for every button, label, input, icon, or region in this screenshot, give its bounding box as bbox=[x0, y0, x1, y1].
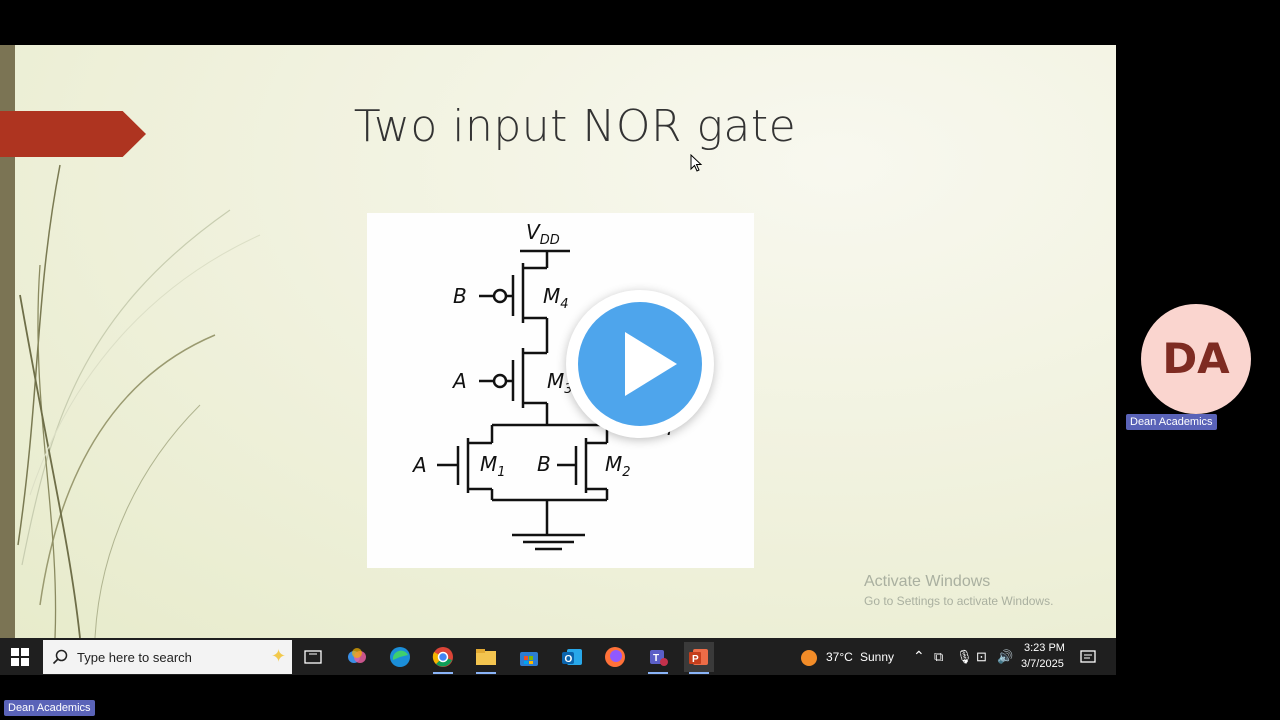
search-placeholder: Type here to search bbox=[77, 650, 192, 665]
play-icon bbox=[578, 302, 702, 426]
meet-now-icon[interactable]: ⧉ bbox=[934, 649, 944, 664]
edge-icon[interactable] bbox=[385, 642, 415, 672]
windows-start-icon[interactable] bbox=[10, 647, 30, 667]
weather-sun-icon[interactable] bbox=[799, 648, 819, 668]
task-view-icon[interactable] bbox=[298, 642, 328, 672]
svg-text:T: T bbox=[653, 653, 659, 664]
powerpoint-icon[interactable]: P bbox=[684, 642, 714, 674]
label-m2: M2 bbox=[605, 452, 631, 480]
label-a-bottom: A bbox=[411, 453, 427, 477]
network-icon[interactable]: ⊡ bbox=[976, 649, 987, 664]
label-m3: M3 bbox=[547, 369, 573, 397]
search-icon bbox=[52, 649, 68, 665]
taskbar-search-box[interactable]: Type here to search ✦ bbox=[43, 640, 292, 674]
notification-icon[interactable] bbox=[1080, 649, 1096, 665]
shared-screen: Two input NOR gate bbox=[0, 45, 1116, 675]
watermark-title: Activate Windows bbox=[864, 573, 991, 590]
label-b-bottom: B bbox=[537, 452, 551, 476]
slide-left-strip bbox=[0, 45, 15, 638]
microsoft-store-icon[interactable] bbox=[514, 642, 544, 672]
title-accent-arrow bbox=[0, 111, 146, 157]
copilot-sparkle-icon: ✦ bbox=[271, 646, 287, 666]
microphone-icon[interactable]: 🎙 bbox=[956, 649, 973, 664]
chrome-icon[interactable] bbox=[428, 642, 458, 674]
participant-name-tag: Dean Academics bbox=[1126, 414, 1217, 430]
participant-avatar[interactable]: DA bbox=[1141, 304, 1251, 414]
teams-icon[interactable]: T bbox=[643, 642, 673, 674]
clock-date[interactable]: 3/7/2025 bbox=[1021, 658, 1064, 670]
outlook-icon[interactable]: O bbox=[557, 642, 587, 672]
copilot-icon[interactable] bbox=[342, 642, 372, 672]
firefox-icon[interactable] bbox=[600, 642, 630, 672]
mouse-cursor-icon bbox=[690, 154, 703, 172]
weather-desc[interactable]: Sunny bbox=[860, 650, 895, 664]
label-vdd: VDD bbox=[526, 220, 560, 248]
speaker-icon[interactable]: 🔊 bbox=[997, 649, 1014, 664]
activate-windows-watermark: Activate Windows Go to Settings to activ… bbox=[864, 573, 1053, 608]
svg-text:O: O bbox=[565, 654, 573, 665]
label-m4: M4 bbox=[543, 284, 569, 312]
label-m1: M1 bbox=[480, 452, 506, 480]
slide-title: Two input NOR gate bbox=[353, 101, 797, 152]
self-view-name-tag: Dean Academics bbox=[4, 700, 95, 716]
file-explorer-icon[interactable] bbox=[471, 642, 501, 674]
avatar-initials: DA bbox=[1162, 334, 1230, 383]
label-a-mid: A bbox=[451, 369, 467, 393]
weather-temp[interactable]: 37°C bbox=[826, 650, 853, 664]
watermark-subtitle: Go to Settings to activate Windows. bbox=[864, 594, 1054, 608]
windows-taskbar: Type here to search ✦ O T bbox=[0, 638, 1116, 675]
play-button[interactable] bbox=[566, 290, 714, 438]
label-b-top: B bbox=[453, 284, 467, 308]
svg-text:P: P bbox=[692, 654, 699, 665]
decorative-grass-lines bbox=[17, 164, 261, 638]
chevron-up-icon[interactable]: ⌃ bbox=[913, 648, 925, 664]
presentation-slide: Two input NOR gate bbox=[0, 45, 1116, 638]
clock-time[interactable]: 3:23 PM bbox=[1024, 642, 1065, 654]
